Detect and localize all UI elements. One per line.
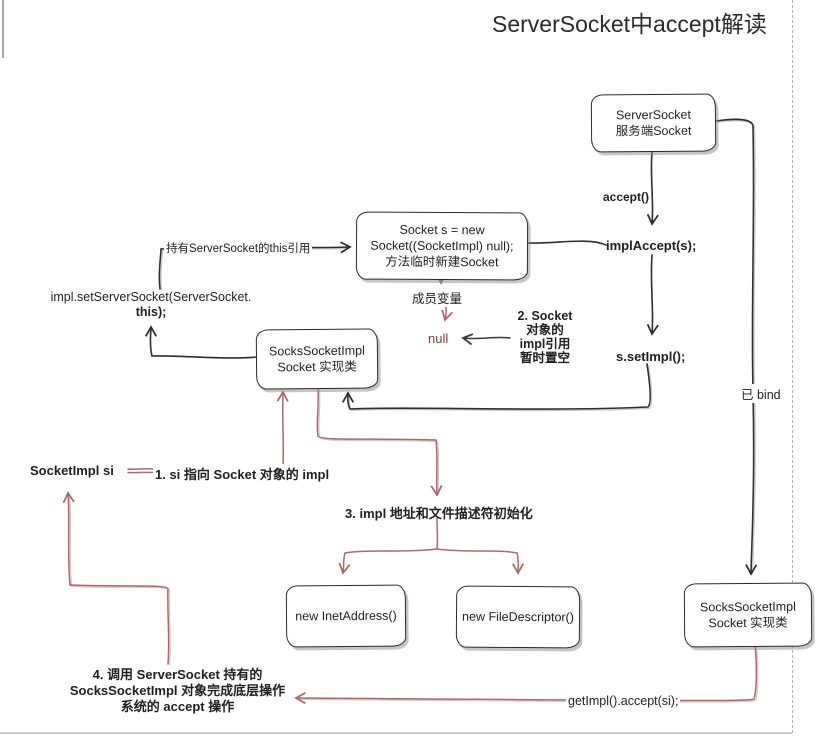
arrow-bind-line [715, 118, 758, 576]
left-page-edge [2, 0, 4, 58]
arrow-implaccept-to-setimpl [646, 254, 659, 336]
set-impl-label: s.setImpl(); [616, 349, 686, 364]
arrow-socksimpl-to-step3 [316, 388, 443, 497]
arrow-branch-to-inetaddress [338, 548, 438, 575]
impl-accept-label: implAccept(s); [606, 238, 697, 253]
accept-call-label: accept() [602, 190, 649, 204]
bound-label: 已 bind [739, 384, 783, 403]
member-var-label: 成员变量 [410, 288, 465, 307]
null-value-label: null [428, 331, 449, 346]
file-descriptor-box: new FileDescriptor() [455, 585, 581, 649]
step2-note: 2. Socket 对象的 impl引用 暂时置空 [517, 309, 573, 365]
this-reference-label: 持有ServerSocket的this引用 [164, 240, 313, 256]
arrow-step1-to-socksimpl [276, 390, 289, 467]
line-step1-to-socketimplsi [127, 467, 154, 474]
arrow-setimpl-to-socksimpl [341, 363, 652, 410]
arrow-impl-to-setserversocket [144, 325, 258, 359]
bottom-page-border [0, 732, 792, 734]
arrow-getimpl-to-step4 [294, 644, 758, 705]
inet-address-box: new InetAddress() [285, 584, 407, 648]
set-server-socket-label: impl.setServerSocket(ServerSocket. this)… [50, 290, 252, 319]
step3-note: 3. impl 地址和文件描述符初始化 [345, 506, 533, 521]
arrow-accept-call [646, 151, 659, 226]
right-page-dashed-border [792, 0, 793, 733]
inet-address-box-label: new InetAddress() [295, 608, 397, 624]
arrow-step4-to-socketimplsi [62, 491, 170, 665]
page-title: ServerSocket中accept解读 [492, 11, 767, 37]
socket-impl-si-label: SocketImpl si [30, 463, 114, 478]
get-impl-accept-label: getImpl().accept(si); [566, 694, 681, 708]
arrow-branch-to-filedescriptor [436, 548, 525, 575]
file-descriptor-box-label: new FileDescriptor() [462, 609, 574, 625]
line-implaccept-to-socketbox [526, 240, 607, 246]
step1-note: 1. si 指向 Socket 对象的 impl [153, 464, 332, 483]
step4-note: 4. 调用 ServerSocket 持有的 SocksSocketImpl 对… [69, 667, 286, 714]
